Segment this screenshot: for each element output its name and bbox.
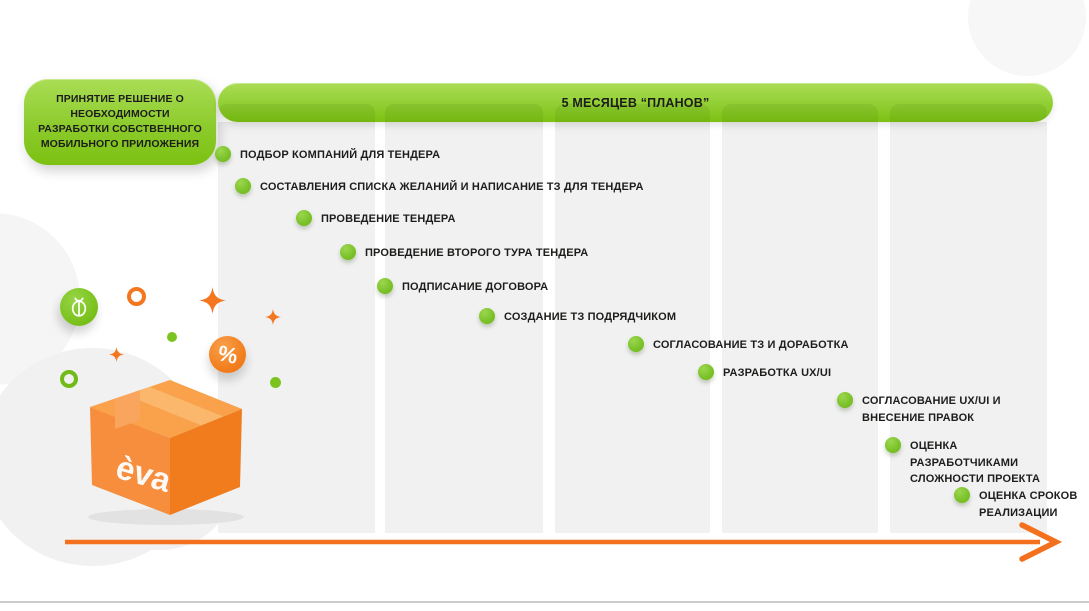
bullet-icon xyxy=(235,178,251,194)
timeline-arrow-icon xyxy=(65,522,1063,562)
task-item: РАЗРАБОТКА UX/UI xyxy=(698,364,831,382)
header-segment-3 xyxy=(555,104,710,122)
task-item: ОЦЕНКА СРОКОВ РЕАЛИЗАЦИИ xyxy=(954,487,1085,521)
bullet-icon xyxy=(340,244,356,260)
timeline-column-4 xyxy=(722,122,878,533)
header-segment-1 xyxy=(218,104,375,122)
task-label: СОГЛАСОВАНИЕ ТЗ И ДОРАБОТКА xyxy=(653,339,849,351)
ladybug-badge xyxy=(60,288,98,326)
eva-box-illustration: èva xyxy=(88,380,244,525)
sparkle-icon xyxy=(265,309,281,325)
bullet-icon xyxy=(698,364,714,380)
timeline-column-5 xyxy=(890,122,1047,533)
dot-icon xyxy=(167,332,177,342)
ring-icon xyxy=(60,370,78,388)
sparkle-icon xyxy=(109,347,124,362)
timeline-column-2 xyxy=(385,122,543,533)
timeline-header-label: 5 МЕСЯЦЕВ “ПЛАНОВ” xyxy=(561,95,710,110)
bullet-icon xyxy=(377,278,393,294)
ladybug-icon xyxy=(71,297,87,317)
task-item: СОСТАВЛЕНИЯ СПИСКА ЖЕЛАНИЙ И НАПИСАНИЕ Т… xyxy=(235,178,644,196)
bullet-icon xyxy=(628,336,644,352)
task-label: ПРОВЕДЕНИЕ ТЕНДЕРА xyxy=(321,213,456,225)
task-item: СОГЛАСОВАНИЕ ТЗ И ДОРАБОТКА xyxy=(628,336,849,354)
bullet-icon xyxy=(215,146,231,162)
header-segment-4 xyxy=(722,104,878,122)
bullet-icon xyxy=(954,487,970,503)
task-label: ПРОВЕДЕНИЕ ВТОРОГО ТУРА ТЕНДЕРА xyxy=(365,247,589,259)
task-label: СОЗДАНИЕ ТЗ ПОДРЯДЧИКОМ xyxy=(504,311,677,323)
header-segment-2 xyxy=(385,104,543,122)
bullet-icon xyxy=(296,210,312,226)
percent-icon: % xyxy=(215,339,240,369)
timeline-header-bar: 5 МЕСЯЦЕВ “ПЛАНОВ” xyxy=(218,83,1053,122)
decision-box: ПРИНЯТИЕ РЕШЕНИЕ О НЕОБХОДИМОСТИ РАЗРАБО… xyxy=(24,79,216,165)
task-label: ПОДБОР КОМПАНИЙ ДЛЯ ТЕНДЕРА xyxy=(240,149,441,161)
timeline-column-3 xyxy=(555,122,710,533)
bottom-border-line xyxy=(0,601,1089,603)
bullet-icon xyxy=(479,308,495,324)
decision-box-label: ПРИНЯТИЕ РЕШЕНИЕ О НЕОБХОДИМОСТИ РАЗРАБО… xyxy=(38,93,202,150)
task-label: ОЦЕНКА РАЗРАБОТЧИКАМИ СЛОЖНОСТИ ПРОЕКТА xyxy=(910,440,1041,485)
header-segment-5 xyxy=(890,104,1047,122)
task-item: ПОДПИСАНИЕ ДОГОВОРА xyxy=(377,278,548,296)
task-label: СОСТАВЛЕНИЯ СПИСКА ЖЕЛАНИЙ И НАПИСАНИЕ Т… xyxy=(260,181,644,193)
sparkle-icon xyxy=(199,287,226,314)
task-label: РАЗРАБОТКА UX/UI xyxy=(723,367,832,379)
task-label: СОГЛАСОВАНИЕ UX/UI И ВНЕСЕНИЕ ПРАВОК xyxy=(862,395,1001,424)
bullet-icon xyxy=(837,392,853,408)
ring-icon xyxy=(127,287,146,306)
task-item: СОГЛАСОВАНИЕ UX/UI И ВНЕСЕНИЕ ПРАВОК xyxy=(837,392,1014,426)
task-item: ПОДБОР КОМПАНИЙ ДЛЯ ТЕНДЕРА xyxy=(215,146,440,164)
task-item: ПРОВЕДЕНИЕ ТЕНДЕРА xyxy=(296,210,456,228)
percent-badge: % xyxy=(209,336,246,373)
bullet-icon xyxy=(885,437,901,453)
task-label: ОЦЕНКА СРОКОВ РЕАЛИЗАЦИИ xyxy=(979,490,1078,519)
task-label: ПОДПИСАНИЕ ДОГОВОРА xyxy=(402,281,549,293)
task-item: СОЗДАНИЕ ТЗ ПОДРЯДЧИКОМ xyxy=(479,308,676,326)
deco-circle-top-right xyxy=(968,0,1086,76)
task-item: ПРОВЕДЕНИЕ ВТОРОГО ТУРА ТЕНДЕРА xyxy=(340,244,588,262)
dot-icon xyxy=(270,377,281,388)
task-item: ОЦЕНКА РАЗРАБОТЧИКАМИ СЛОЖНОСТИ ПРОЕКТА xyxy=(885,437,1068,488)
